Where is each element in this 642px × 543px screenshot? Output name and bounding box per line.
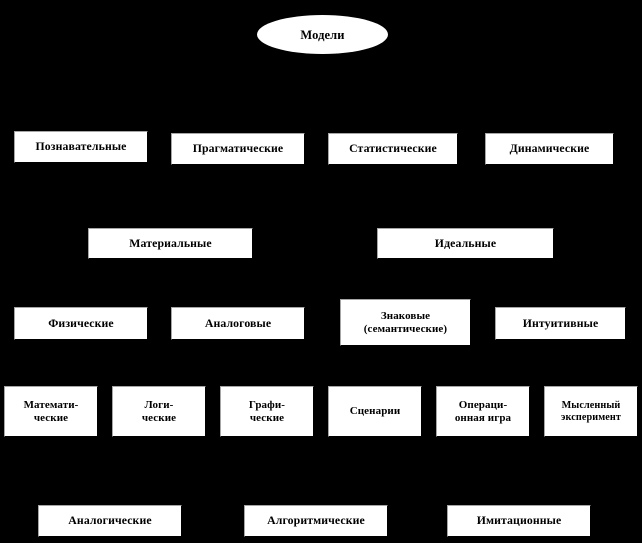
connector-level5-drop-1 — [110, 492, 111, 505]
node-analogovye[interactable]: Аналоговые — [171, 307, 305, 340]
connector-level2-drop-1 — [170, 210, 171, 228]
node-myslennyy-eksperiment[interactable]: Мысленный эксперимент — [544, 386, 638, 437]
connector-level1-drop-3 — [394, 109, 395, 131]
connector-level1-drop-2 — [237, 109, 238, 131]
connector-level5-bus — [110, 492, 518, 493]
connector-level4-bus — [50, 372, 590, 373]
connector-level1-drop-1 — [80, 109, 81, 131]
node-matematicheskie[interactable]: Математи- ческие — [4, 386, 98, 437]
connector-level3-drop-1 — [80, 285, 81, 307]
connector-level1-drop-4 — [548, 109, 549, 131]
connector-level4-drop-4 — [374, 372, 375, 386]
connector-level4-drop-6 — [590, 372, 591, 386]
connector-level3-drop-4 — [560, 285, 561, 307]
node-statisticheskie[interactable]: Статистические — [328, 133, 458, 165]
connector-level1-bus — [80, 109, 565, 110]
node-fizicheskie[interactable]: Физические — [14, 307, 148, 340]
connector-level3-drop-2 — [237, 285, 238, 307]
node-graficheskie[interactable]: Графи- ческие — [220, 386, 314, 437]
connector-level4-drop-2 — [158, 372, 159, 386]
node-poznavatelnye[interactable]: Познавательные — [14, 131, 148, 163]
connector-level3-drop-3 — [405, 285, 406, 299]
node-dinamicheskie[interactable]: Динамические — [485, 133, 614, 165]
node-logicheskie[interactable]: Логи- ческие — [112, 386, 206, 437]
connector-level5-drop-3 — [518, 492, 519, 505]
node-intuitivnye[interactable]: Интуитивные — [495, 307, 626, 340]
connector-level4-drop-3 — [266, 372, 267, 386]
node-stsenarii[interactable]: Сценарии — [328, 386, 422, 437]
node-pragmaticheskie[interactable]: Прагматические — [171, 133, 305, 165]
node-root-modeli[interactable]: Модели — [257, 15, 388, 54]
connector-level3-bus — [80, 285, 560, 286]
connector-level2-drop-2 — [465, 210, 466, 228]
connector-level5-drop-2 — [316, 492, 317, 505]
connector-level2-bus — [170, 210, 465, 211]
connector-level4-drop-1 — [50, 372, 51, 386]
connector-level4-drop-5 — [482, 372, 483, 386]
node-analogicheskie[interactable]: Аналогические — [38, 505, 182, 537]
node-znakovye-semanticheskie[interactable]: Знаковые (семантические) — [340, 299, 471, 346]
node-algoritmicheskie[interactable]: Алгоритмические — [244, 505, 388, 537]
node-materialnye[interactable]: Материальные — [88, 228, 253, 259]
node-idealnye[interactable]: Идеальные — [377, 228, 554, 259]
node-operatsionnaya-igra[interactable]: Операци- онная игра — [436, 386, 530, 437]
node-imitatsionnye[interactable]: Имитационные — [447, 505, 591, 537]
connector-root-to-level1 — [322, 53, 323, 109]
